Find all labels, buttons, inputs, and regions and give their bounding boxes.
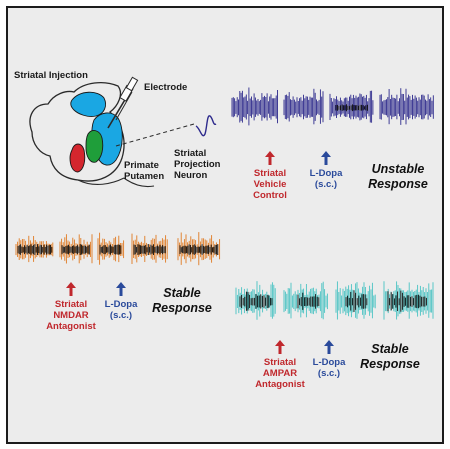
ampar-treatment-label: Striatal AMPAR Antagonist [255,357,305,390]
nmdar-ldopa-label: L-Dopa (s.c.) [104,299,138,321]
vehicle-ldopa-label: L-Dopa (s.c.) [309,168,343,190]
up-arrow-icon [275,340,285,354]
figure-artwork [15,76,434,320]
striatal-projection-neuron-label: Striatal Projection Neuron [174,148,221,181]
up-arrow-icon [324,340,334,354]
ampar-trace [235,281,434,320]
vehicle-trace [231,87,434,126]
striatum-shape [70,91,107,117]
up-arrow-icon [66,282,76,296]
up-arrow-icon [116,282,126,296]
injection-site-shape [69,143,86,173]
up-arrow-icon [265,151,275,165]
nmdar-stable-response-label: Stable Response [152,286,212,315]
nmdar-treatment-label: Striatal NMDAR Antagonist [46,299,96,332]
primate-putamen-label: Primate Putamen [124,160,165,182]
nmdar-trace [15,232,221,266]
unstable-response-label: Unstable Response [368,162,428,191]
spike-waveform-icon [195,115,217,137]
striatal-injection-label: Striatal Injection [14,70,88,81]
brain-inner-line [77,177,155,188]
syringe-icon [115,76,139,121]
up-arrow-icon [321,151,331,165]
recording-dashed-line [115,123,195,147]
brain-outline [29,81,125,182]
ampar-stable-response-label: Stable Response [360,342,420,371]
figure-frame: Striatal Injection Electrode Primate Put… [6,6,444,444]
electrode-label: Electrode [144,82,188,93]
globus-pallidus-shape [85,130,104,163]
vehicle-treatment-label: Striatal Vehicle Control [253,168,287,201]
ampar-ldopa-label: L-Dopa (s.c.) [312,357,346,379]
